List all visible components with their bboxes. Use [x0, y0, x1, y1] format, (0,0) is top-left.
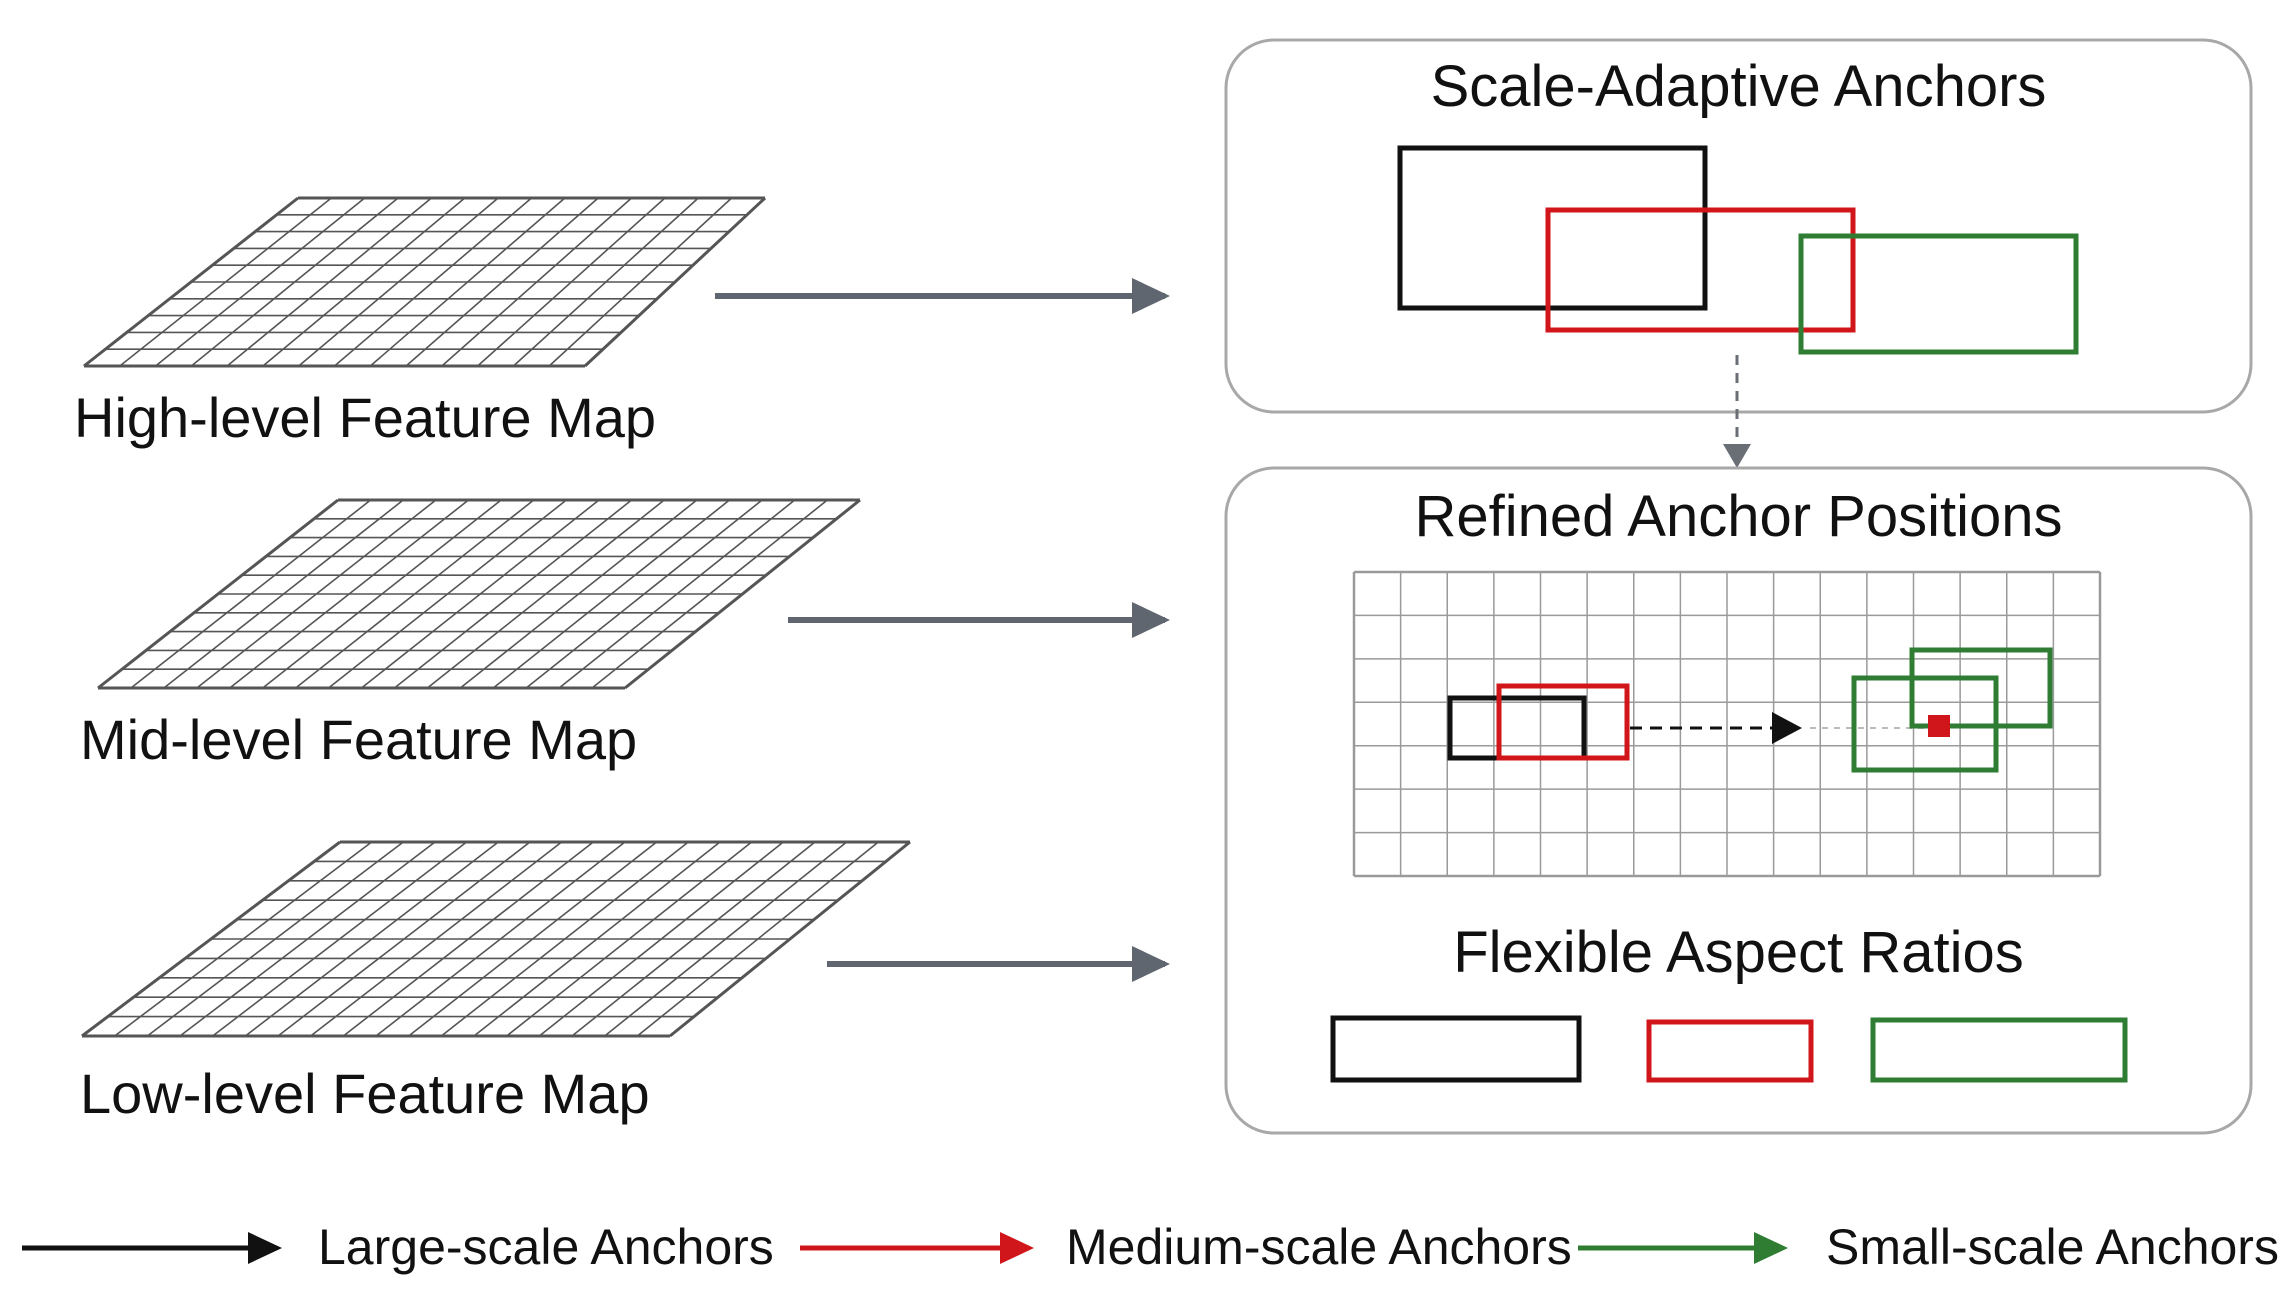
large-aspect-box: [1330, 1015, 1582, 1083]
map-to-panel-arrows: [715, 278, 1170, 982]
refined-anchor-grid: [1352, 570, 2102, 878]
small-scale-anchor-box: [1798, 233, 2079, 355]
low-map-arrowhead: [1132, 946, 1170, 982]
small-aspect-box: [1870, 1017, 2128, 1083]
high-map-arrowhead: [1132, 278, 1170, 314]
medium-scale-anchor-box: [1545, 207, 1856, 333]
medium-anchor-before: [1496, 683, 1630, 761]
flexible-ratios-title: Flexible Aspect Ratios: [1453, 920, 2024, 985]
high-level-map-label: High-level Feature Map: [74, 386, 657, 449]
scale-adaptive-title: Scale-Adaptive Anchors: [1430, 54, 2047, 119]
refined-anchors: [1447, 647, 2053, 773]
refined-panel: [1224, 466, 2253, 1135]
large-scale-anchor-box: [1397, 145, 1708, 311]
aspect-ratio-boxes: [1330, 1015, 2128, 1083]
low-level-feature-map-grid: [81, 840, 911, 1038]
low-level-map-label: Low-level Feature Map: [80, 1062, 650, 1125]
mid-level-map-label: Mid-level Feature Map: [80, 708, 638, 771]
high-level-feature-map-grid: [83, 196, 767, 368]
anchor-center-point: [1928, 715, 1950, 737]
mid-map-arrowhead: [1132, 602, 1170, 638]
legend-medium-label: Medium-scale Anchors: [1066, 1219, 1572, 1275]
refined-positions-title: Refined Anchor Positions: [1414, 484, 2063, 549]
shift-arrowhead: [1772, 712, 1802, 744]
legend-arrows: [22, 1232, 1788, 1264]
legend-large-label: Large-scale Anchors: [318, 1219, 774, 1275]
mid-level-feature-map-grid: [97, 498, 861, 690]
scale-adaptive-anchors: [1397, 145, 2079, 355]
small-anchor-after-2: [1909, 647, 2053, 729]
medium-aspect-box: [1646, 1019, 1814, 1083]
panel-connector: [1723, 355, 1751, 468]
legend-small-label: Small-scale Anchors: [1826, 1219, 2279, 1275]
